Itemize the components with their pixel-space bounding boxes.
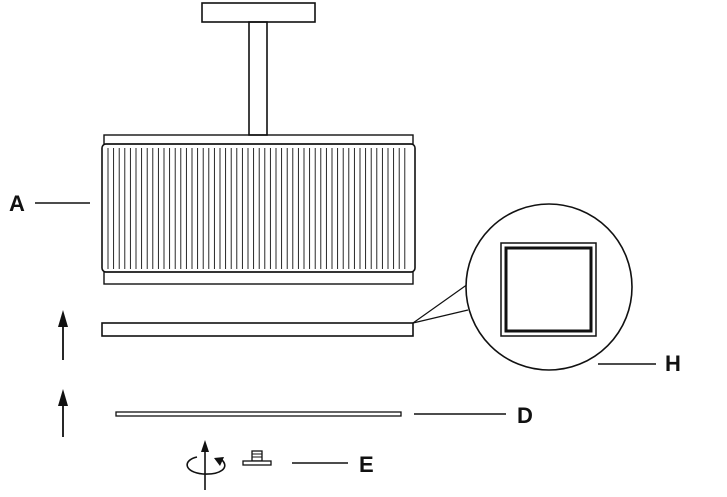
down-rod (248, 21, 268, 136)
shade-top-ring (103, 134, 414, 145)
magnifier-connector-upper (412, 283, 469, 324)
label-e: E (359, 452, 374, 477)
diffuser-panel (115, 411, 402, 417)
screw-icon (242, 450, 272, 466)
arrow-up-icon (58, 389, 68, 437)
ceiling-canopy (201, 2, 316, 23)
label-h: H (665, 351, 681, 376)
detail-section-outer (500, 242, 597, 337)
label-d: D (517, 403, 533, 428)
label-a: A (9, 191, 25, 216)
glass-plate (101, 322, 414, 337)
lamp-shade (101, 134, 416, 285)
detail-section-inner (504, 246, 593, 333)
arrow-up-icon (58, 310, 68, 360)
magnifier-connector-lower (412, 309, 469, 324)
detail-magnifier (465, 203, 633, 371)
shade-ribs (107, 148, 406, 269)
shade-body (101, 143, 416, 273)
shade-bottom-ring (103, 271, 414, 285)
rotate-clockwise-icon (186, 440, 226, 490)
